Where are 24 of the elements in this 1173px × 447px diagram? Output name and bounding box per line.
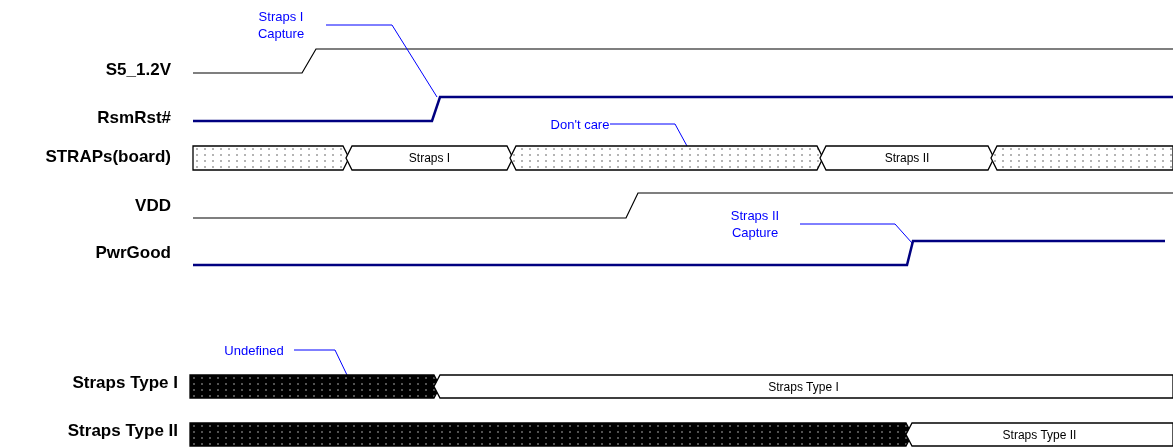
bus-value-label: Straps Type II: [1002, 427, 1077, 442]
signal-name: Straps Type II: [67, 421, 178, 441]
leader-line: [325, 24, 438, 98]
leader-line: [293, 349, 348, 376]
callout-text: Straps I Capture: [236, 5, 326, 45]
leader-line: [609, 123, 688, 147]
dont-care-bus-segment: [991, 146, 1173, 170]
signal-name: VDD: [135, 196, 171, 216]
bus-value-label: Straps I: [408, 151, 451, 165]
bus-value-label: Straps Type I: [768, 379, 839, 394]
callout-text: Straps II Capture: [710, 204, 800, 244]
signal-name: S5_1.2V: [105, 60, 171, 80]
bus-value-label: Straps II: [884, 151, 930, 165]
callout-text: Don't care: [550, 114, 610, 134]
signal-name: PwrGood: [95, 243, 171, 263]
signal-name: Straps Type I: [72, 373, 178, 393]
dont-care-bus-segment: [193, 146, 349, 170]
undefined-bus-segment: [190, 423, 912, 446]
dont-care-bus-segment: [510, 146, 823, 170]
leader-line: [799, 223, 913, 244]
signal-name: STRAPs(board): [45, 147, 171, 167]
undefined-bus-segment: [190, 375, 440, 398]
signal-name: RsmRst#: [97, 108, 171, 128]
callout-text: Undefined: [214, 340, 294, 360]
